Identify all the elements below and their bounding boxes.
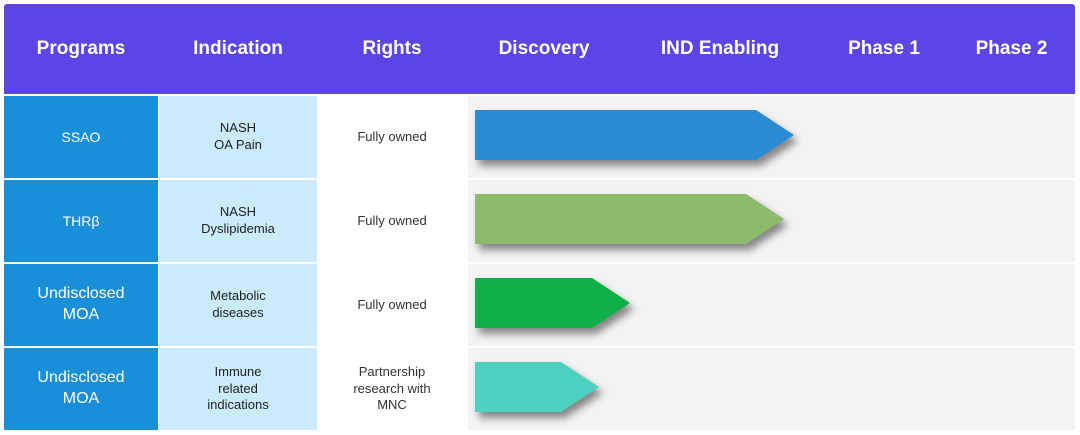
program-label: THRβ: [62, 212, 100, 229]
header-phase2: Phase 2: [975, 38, 1048, 59]
program-label: Undisclosed: [37, 285, 125, 303]
indication-label: related: [218, 380, 258, 396]
program-label: MOA: [62, 306, 100, 323]
stage-cell: [468, 180, 1075, 262]
table-header: Programs Indication Rights Discovery IND…: [4, 4, 1075, 94]
rights-cell: Fully owned: [318, 96, 466, 178]
stage-cell: [468, 348, 1075, 430]
progress-arrow: [475, 110, 794, 160]
progress-arrow: [475, 194, 784, 244]
progress-arrow-shadow: [468, 96, 1075, 178]
program-label: SSAO: [61, 128, 101, 145]
progress-arrow-shadow: [468, 180, 1075, 262]
progress-arrow-shadow: [468, 348, 1075, 430]
header-rights: Rights: [362, 38, 422, 59]
stage-cell: [468, 96, 1075, 178]
indication-label: Dyslipidemia: [201, 221, 275, 236]
indication-label: Metabolic: [210, 288, 266, 304]
progress-arrow-shadow: [468, 264, 1075, 346]
rights-label: Partnership: [358, 363, 426, 379]
rights-label: Fully owned: [357, 296, 427, 312]
rights-cell: Fully owned: [318, 180, 466, 262]
rights-label: MNC: [377, 397, 407, 413]
header-programs: Programs: [36, 38, 126, 59]
rights-label: Fully owned: [357, 212, 427, 228]
header-discovery: Discovery: [498, 38, 590, 59]
header-indication: Indication: [193, 38, 283, 59]
program-cell: SSAO: [4, 96, 158, 178]
rights-cell: Fully owned: [318, 264, 466, 346]
program-label: MOA: [62, 390, 100, 407]
header-phase1: Phase 1: [848, 38, 920, 59]
header-ind-enabling: IND Enabling: [660, 38, 780, 59]
indication-label: NASH: [219, 120, 257, 136]
program-label: Undisclosed: [37, 369, 125, 387]
indication-label: NASH: [219, 204, 257, 220]
indication-label: Immune: [214, 363, 262, 379]
stage-cell: [468, 264, 1075, 346]
progress-arrow: [475, 362, 599, 412]
indication-label: OA Pain: [214, 137, 262, 152]
program-cell: THRβ: [4, 180, 158, 262]
indication-label: diseases: [212, 305, 264, 320]
indication-label: indications: [207, 397, 269, 413]
progress-arrow: [475, 278, 630, 328]
rights-label: Fully owned: [357, 128, 427, 144]
rights-label: research with: [353, 380, 431, 396]
